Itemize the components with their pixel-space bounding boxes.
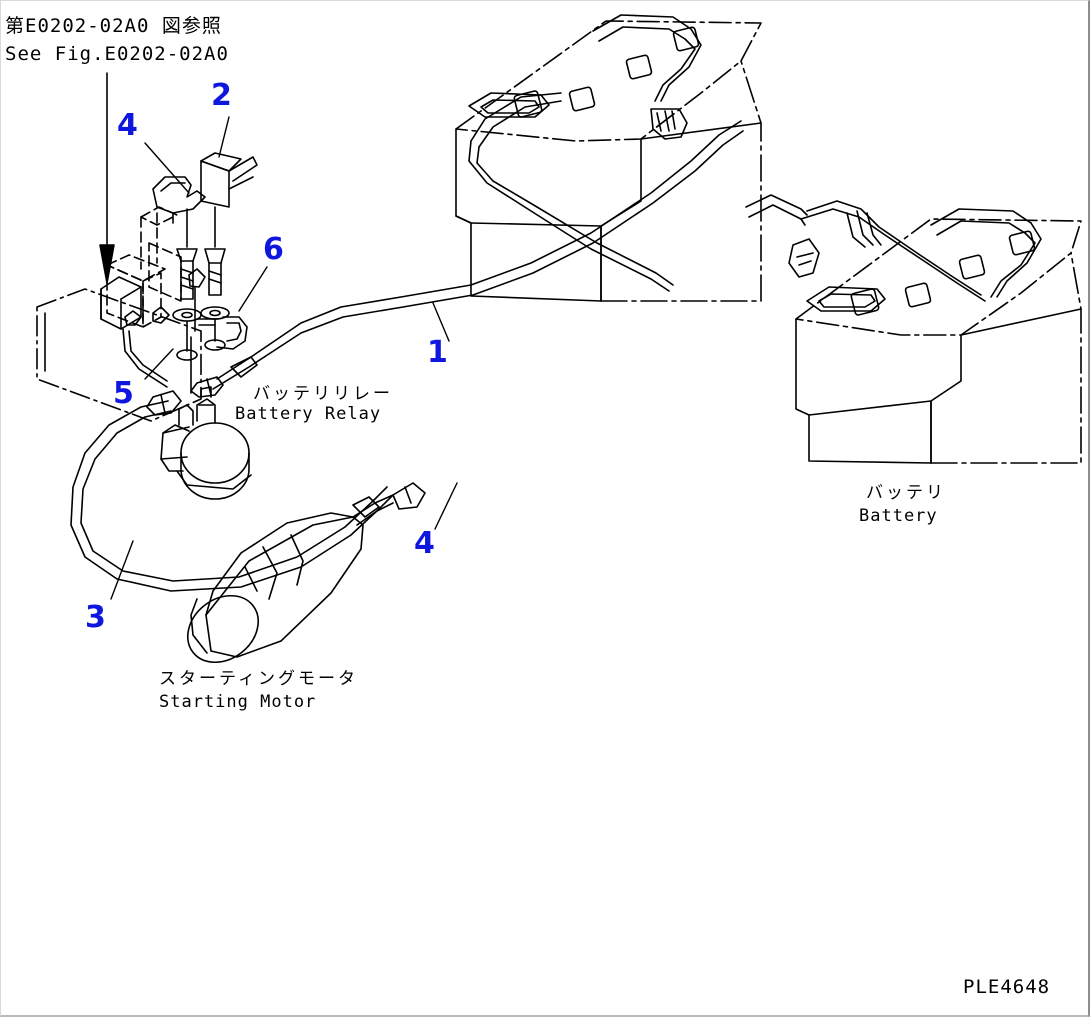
callout-number-4-relay: 4 bbox=[117, 108, 138, 143]
battery-relay-label-jp: バッテリリレー bbox=[253, 384, 393, 404]
battery-relay-label-en: Battery Relay bbox=[235, 404, 382, 424]
see-fig-arrow bbox=[99, 72, 115, 284]
battery-right-illustration bbox=[788, 200, 1082, 464]
battery-left-illustration bbox=[455, 14, 762, 302]
leader-lines bbox=[110, 116, 458, 600]
starting-motor-label-jp: スターティングモータ bbox=[159, 669, 358, 689]
callout-number-3: 3 bbox=[85, 600, 106, 635]
see-fig-note-japanese: 第E0202-02A0 図参照 bbox=[5, 15, 222, 37]
callout-number-1: 1 bbox=[427, 335, 448, 370]
starting-motor-label-en: Starting Motor bbox=[159, 692, 317, 712]
drawing-number: PLE4648 bbox=[963, 976, 1051, 998]
battery-label-en: Battery bbox=[859, 506, 938, 526]
starting-motor-illustration bbox=[187, 494, 394, 664]
relay-mount-detail bbox=[36, 206, 206, 422]
battery-relay-illustration bbox=[160, 386, 252, 500]
harness-between-batteries bbox=[745, 194, 808, 226]
see-fig-note-english: See Fig.E0202-02A0 bbox=[5, 43, 229, 65]
callout-number-5: 5 bbox=[113, 376, 134, 411]
callout-number-4-motor: 4 bbox=[414, 526, 435, 561]
callout-number-2: 2 bbox=[211, 78, 232, 113]
battery-label-jp: バッテリ bbox=[866, 483, 946, 503]
callout-number-6: 6 bbox=[263, 232, 284, 267]
detail-hardware-parts bbox=[152, 152, 258, 361]
